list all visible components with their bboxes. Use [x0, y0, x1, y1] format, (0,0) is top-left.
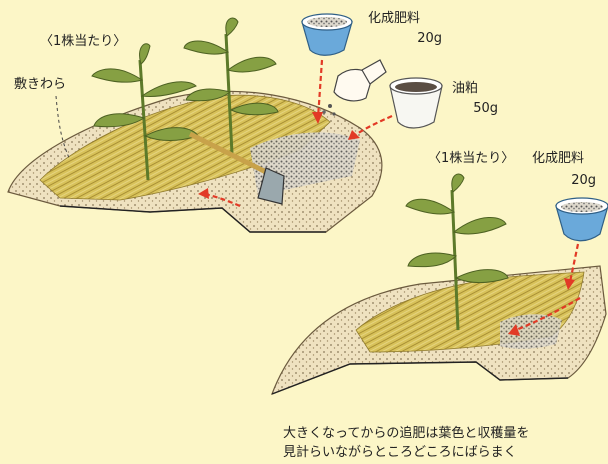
bottom-plant — [405, 173, 509, 331]
oilcake-bowl — [389, 77, 443, 129]
top-arrows — [198, 59, 393, 208]
straw-leader-line — [55, 95, 71, 161]
bottom-bed-fertilizer-dots — [500, 314, 562, 349]
hoe — [188, 131, 285, 205]
top-bed-furrow — [59, 205, 326, 233]
oilcake-name: 油粕 — [452, 81, 479, 96]
top-bed — [7, 90, 383, 233]
caption-line-2: 見計らいながらところどころにばらまく — [283, 445, 517, 460]
oilcake-amount: 50g — [473, 101, 498, 116]
top-bed-straw — [39, 94, 331, 201]
bottom-per-plant-label: 〈1株当たり〉 — [428, 151, 515, 166]
straw-label: 敷きわら — [14, 77, 67, 92]
bottom-fertilizer-amount: 20g — [571, 173, 596, 188]
top-plants — [91, 17, 279, 181]
bottom-bed-furrow — [271, 361, 569, 395]
bottom-bed — [270, 265, 607, 396]
caption-line-1: 大きくなってからの追肥は葉色と収穫量を — [283, 426, 530, 441]
top-fertilizer-name: 化成肥料 — [368, 11, 421, 26]
hand — [322, 59, 387, 116]
top-per-plant-label: 〈1株当たり〉 — [40, 34, 127, 49]
bottom-arrows — [508, 243, 581, 336]
caption: 大きくなってからの追肥は葉色と収穫量を 見計らいながらところどころにばらまく — [283, 424, 529, 462]
top-fertilizer-amount: 20g — [417, 31, 442, 46]
bottom-fertilizer-name: 化成肥料 — [532, 151, 585, 166]
bottom-fertilizer-bowl — [555, 197, 608, 242]
top-fertilizer-bowl — [301, 13, 353, 56]
